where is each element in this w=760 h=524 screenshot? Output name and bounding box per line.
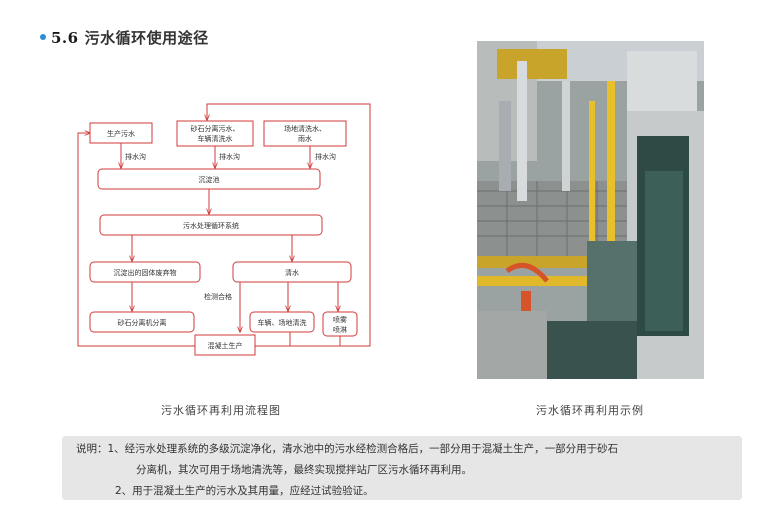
spray-label-1: 喷雾 <box>333 315 347 324</box>
flowchart-caption: 污水循环再利用流程图 <box>161 404 281 417</box>
sedimentation-label: 沉淀池 <box>199 175 220 184</box>
concrete-production-label: 混凝土生产 <box>208 341 243 350</box>
sand-separator-box <box>89 311 195 333</box>
loop-left-line <box>77 133 195 347</box>
treatment-system-box <box>99 214 323 236</box>
recycling-photo <box>477 41 704 379</box>
flow-diagram: 生产污水 砂石分离污水、 车辆清洗水 场地清洗水、 雨水 排水沟 排水沟 排水沟… <box>77 103 371 356</box>
section-heading: 5.6 污水循环使用途径 <box>40 27 209 48</box>
loop-right-line <box>207 103 371 347</box>
clean-water-box <box>232 261 352 283</box>
treatment-system-label: 污水处理循环系统 <box>183 221 239 230</box>
explanation-line-2: 分离机，其次可用于场地清洗等，最终实现搅拌站厂区污水循环再利用。 <box>136 464 472 476</box>
site-wash-label-2: 雨水 <box>298 134 312 143</box>
bullet-icon <box>40 34 46 40</box>
clean-water-label: 清水 <box>285 268 299 277</box>
explanation-line-3: 2、用于混凝土生产的污水及其用量，应经过试验验证。 <box>115 485 374 497</box>
sand-separator-label: 砂石分离机分离 <box>118 318 167 327</box>
drain-label-3: 排水沟 <box>315 152 336 161</box>
sand-wash-label-2: 车辆清洗水 <box>198 134 233 143</box>
drain-label-1: 排水沟 <box>125 152 146 161</box>
sand-wash-label-1: 砂石分离污水、 <box>191 124 240 133</box>
site-wash-label-1: 场地清洗水、 <box>284 124 326 133</box>
site-wash-box <box>263 120 347 147</box>
sand-wash-box <box>176 120 254 147</box>
vehicle-site-wash-box <box>249 311 315 333</box>
production-wastewater-label: 生产污水 <box>107 129 135 138</box>
spray-label-2: 喷淋 <box>333 325 347 334</box>
section-number: 5.6 <box>51 29 79 47</box>
explanation-line-1: 说明：1、经污水处理系统的多级沉淀净化，清水池中的污水经检测合格后，一部分用于混… <box>76 443 619 455</box>
qualified-label: 检测合格 <box>204 292 232 301</box>
photo-caption: 污水循环再利用示例 <box>536 404 644 417</box>
solid-waste-label: 沉淀出的固体废弃物 <box>114 268 177 277</box>
concrete-production-box <box>194 334 256 356</box>
recycling-photo-illustration <box>477 41 704 379</box>
vehicle-site-wash-label: 车辆、场地清洗 <box>258 318 307 327</box>
drain-label-2: 排水沟 <box>219 152 240 161</box>
explanation-box: 说明：1、经污水处理系统的多级沉淀净化，清水池中的污水经检测合格后，一部分用于混… <box>62 436 742 500</box>
section-title: 污水循环使用途径 <box>84 29 209 47</box>
solid-waste-box <box>89 261 201 283</box>
